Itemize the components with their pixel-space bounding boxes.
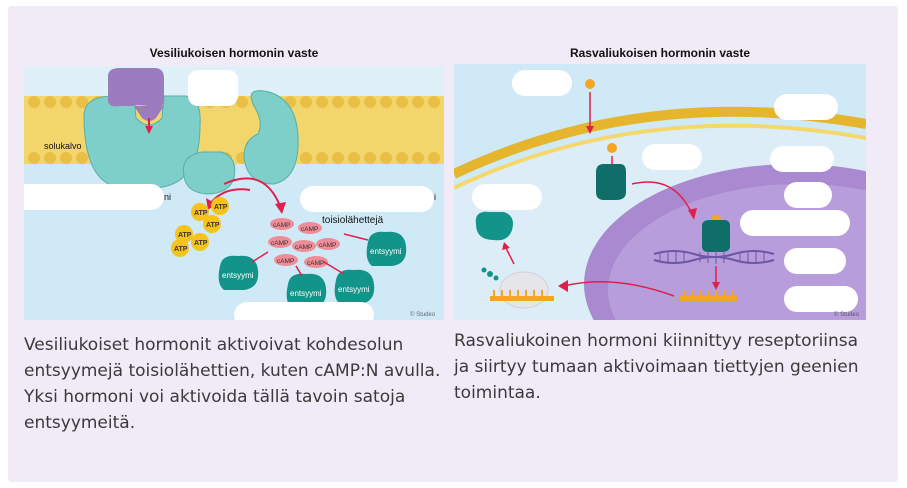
receptor: [596, 164, 626, 200]
adenylate-cyclase: [243, 90, 299, 185]
hormone: [108, 68, 164, 107]
membrane-label: solukalvo: [44, 141, 82, 151]
svg-text:ATP: ATP: [206, 222, 220, 229]
content-card: Vesiliukoisen hormonin vaste: [8, 6, 898, 482]
g-protein: [182, 151, 236, 195]
svg-text:ATP: ATP: [194, 210, 208, 217]
right-panel-title: Rasvaliukoisen hormonin vaste: [569, 46, 751, 60]
camp-group: cAMP cAMP cAMP cAMP cAMP cAMP cAMP: [268, 218, 340, 268]
svg-text:© Studeo: © Studeo: [410, 311, 436, 318]
svg-text:ATP: ATP: [174, 246, 188, 253]
svg-text:cAMP: cAMP: [277, 258, 294, 265]
svg-text:cAMP: cAMP: [307, 260, 324, 267]
left-caption: Vesiliukoiset hormonit aktivoivat kohdes…: [24, 335, 441, 433]
svg-text:cAMP: cAMP: [273, 222, 290, 229]
svg-text:entsyymi: entsyymi: [370, 247, 402, 256]
enzyme-group: entsyymi entsyymi entsyymi entsyymi: [218, 231, 407, 308]
svg-text:cAMP: cAMP: [301, 226, 318, 233]
protein: [475, 211, 513, 241]
svg-text:ATP: ATP: [214, 204, 228, 211]
ribosome: [499, 271, 549, 309]
water-soluble-hormone-diagram: toisiolähettejä solukalvo ni i ATP ATP A…: [24, 66, 444, 320]
fat-soluble-hormone-diagram: © Studeo: [454, 64, 866, 320]
svg-text:entsyymi: entsyymi: [222, 271, 254, 280]
hormone: [585, 79, 595, 89]
left-panel-title: Vesiliukoisen hormonin vaste: [149, 46, 319, 60]
second-messengers-label: toisiolähettejä: [322, 215, 384, 226]
svg-text:ni: ni: [164, 192, 171, 202]
svg-text:ATP: ATP: [194, 240, 208, 247]
right-caption: Rasvaliukoinen hormoni kiinnittyy resept…: [454, 331, 859, 403]
svg-text:© Studeo: © Studeo: [834, 311, 860, 318]
water-soluble-diagram-svg: toisiolähettejä solukalvo ni i ATP ATP A…: [24, 66, 444, 320]
svg-text:ATP: ATP: [178, 232, 192, 239]
fat-soluble-diagram-svg: © Studeo: [454, 70, 866, 320]
mrna: [680, 296, 738, 301]
svg-text:cAMP: cAMP: [271, 240, 288, 247]
svg-text:cAMP: cAMP: [319, 242, 336, 249]
svg-text:entsyymi: entsyymi: [290, 289, 322, 298]
svg-text:entsyymi: entsyymi: [338, 285, 370, 294]
atp-group: ATP ATP ATP ATP ATP ATP: [171, 197, 229, 257]
svg-text:i: i: [434, 192, 436, 202]
svg-text:cAMP: cAMP: [295, 244, 312, 251]
